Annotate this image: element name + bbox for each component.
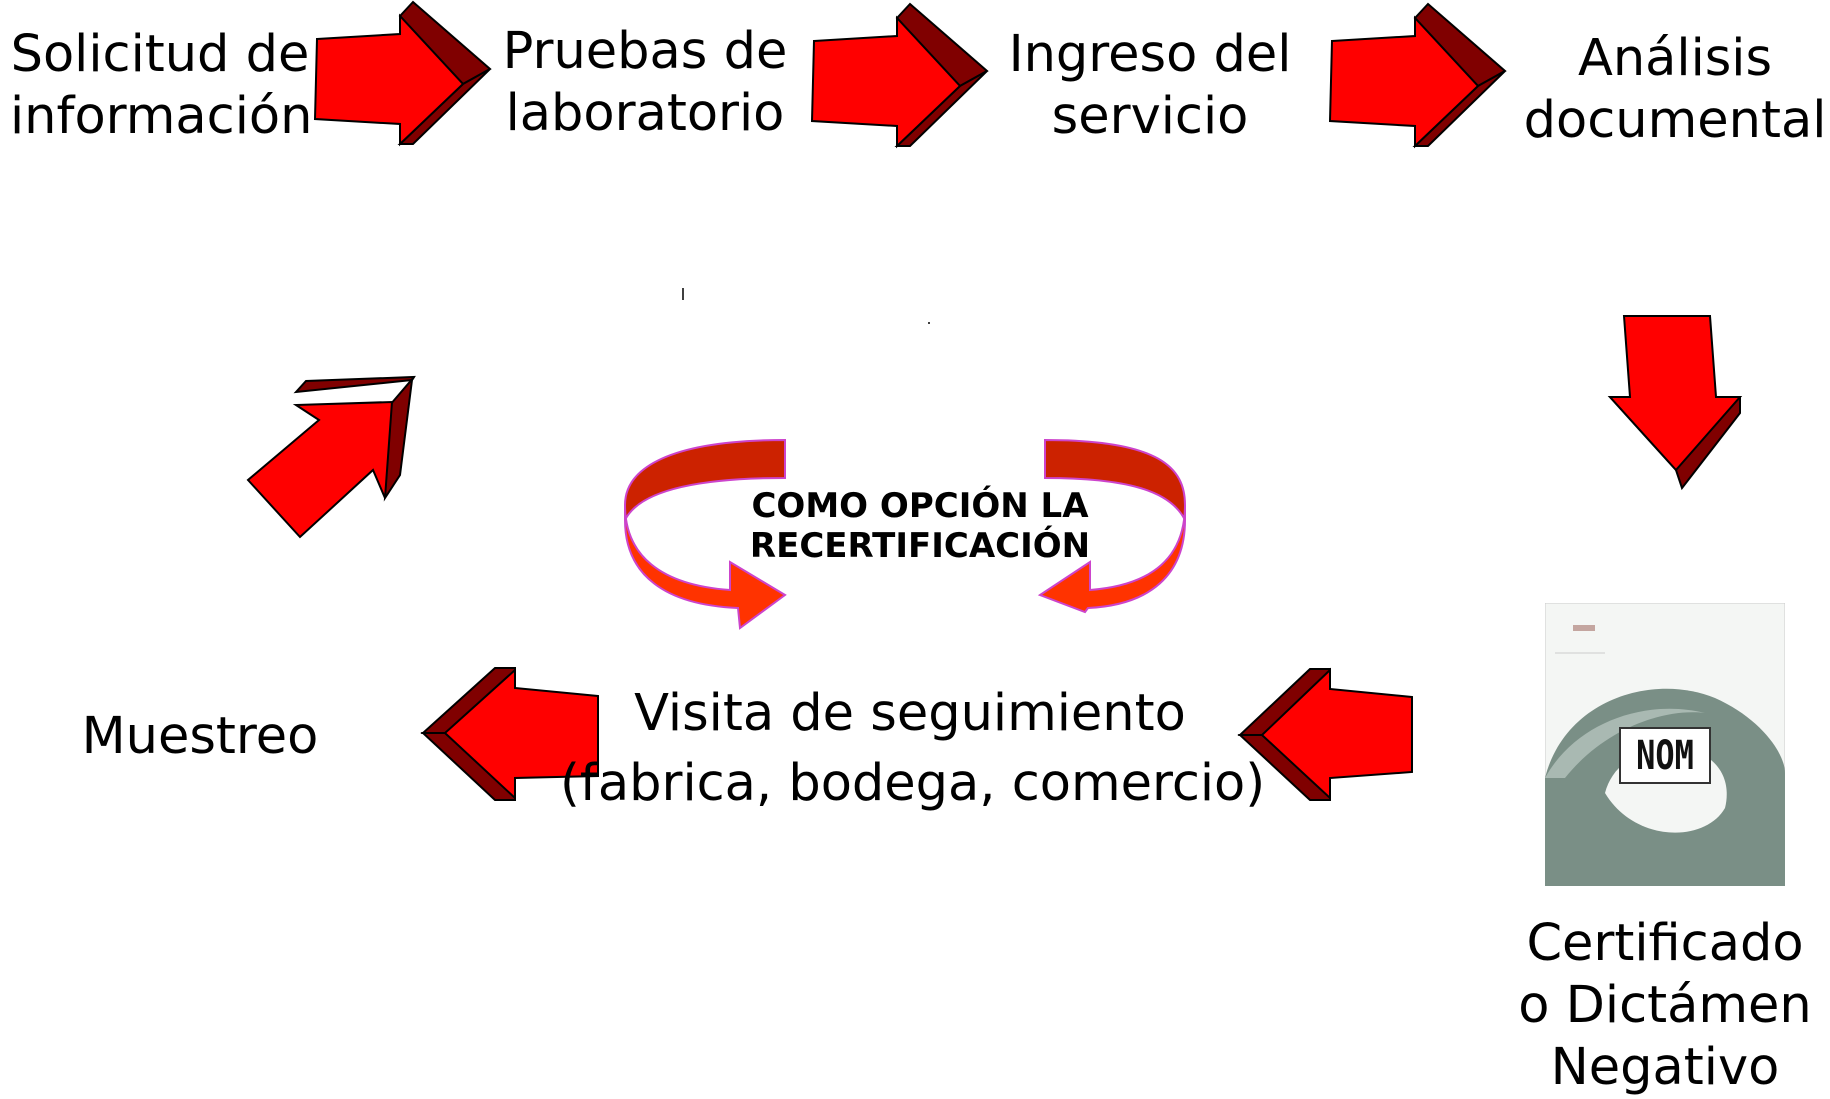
step-certificado: Certificado o Dictámen Negativo [1515,913,1815,1099]
step-ingreso-line-2: servicio [1051,87,1249,146]
step-certificado-line-2: o Dictámen [1518,976,1812,1035]
step-solicitud-line-2: información [10,87,313,146]
step-pruebas: Pruebas de laboratorio [495,21,795,145]
step-solicitud-line-1: Solicitud de [10,25,310,84]
step-ingreso: Ingreso del servicio [1000,24,1300,148]
step-muestreo-line-1: Muestreo [81,707,319,766]
step-analisis-line-2: documental [1523,91,1827,150]
arrow-pruebas-to-ingreso [811,3,988,147]
step-visita: Visita de seguimiento (fabrica, bodega, … [560,679,1266,819]
recertification-text-line-2: RECERTIFICACIÓN [749,526,1091,566]
step-pruebas-line-2: laboratorio [505,84,785,143]
step-visita-line-2: (fabrica, bodega, comercio) [560,754,1266,813]
step-certificado-line-3: Negativo [1550,1038,1780,1097]
recertification-text-line-1: COMO OPCIÓN LA [751,486,1089,526]
nom-logo-text: NOM [1636,733,1694,779]
step-pruebas-line-1: Pruebas de [502,22,788,81]
recertification-cycle-arrow [624,438,1186,630]
arrow-solicitud-to-pruebas [314,1,491,145]
step-analisis-line-1: Análisis [1577,29,1773,88]
step-analisis: Análisis documental [1520,28,1830,152]
step-solicitud: Solicitud de información [10,24,313,148]
step-ingreso-line-1: Ingreso del [1008,25,1292,84]
arrow-analisis-to-certificado [1607,315,1743,491]
recertification-text: COMO OPCIÓN LA RECERTIFICACIÓN [720,486,1120,566]
arrow-muestreo-to-solicitud [246,375,416,539]
step-certificado-line-1: Certificado [1526,914,1804,973]
step-visita-line-1: Visita de seguimiento [634,684,1186,743]
arrow-certificado-to-visita [1237,667,1413,801]
certificate-image: NOM [1544,602,1786,887]
step-muestreo: Muestreo [50,706,350,768]
arrow-ingreso-to-analisis [1329,3,1506,147]
arrow-visita-to-muestreo [420,667,599,801]
